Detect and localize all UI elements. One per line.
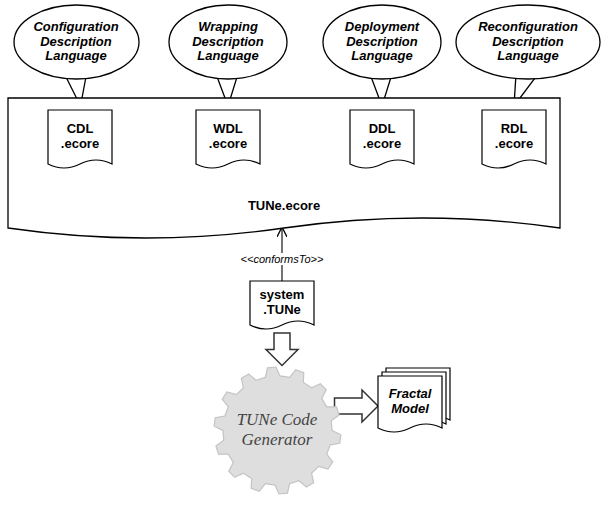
language-bubble-text: Reconfiguration Description Language bbox=[478, 20, 578, 65]
metamodel-package-text: TUNe.ecore bbox=[248, 199, 320, 214]
bubble-ellipse bbox=[169, 5, 287, 79]
language-bubble-text: Wrapping Description Language bbox=[192, 20, 264, 65]
metamodel-document-text: RDL .ecore bbox=[495, 122, 533, 152]
metamodel-document: CDL .ecore bbox=[48, 110, 112, 172]
metamodel-document-text: CDL .ecore bbox=[61, 122, 99, 152]
edge-label: <<conformsTo>> bbox=[239, 253, 326, 265]
language-bubble-text: Configuration Description Language bbox=[33, 20, 118, 65]
generator-gear: TUNe Code Generator bbox=[213, 366, 342, 495]
bubble-ellipse bbox=[456, 5, 600, 79]
language-bubble-text: Deployment Description Language bbox=[345, 20, 419, 65]
block-arrow bbox=[335, 390, 379, 422]
stacked-page bbox=[378, 376, 442, 432]
bubble-ellipse bbox=[323, 5, 441, 79]
language-bubble: Configuration Description Language bbox=[13, 4, 140, 80]
metamodel-package: TUNe.ecore CDL .ecore WDL .ecore DDL .ecore… bbox=[8, 98, 560, 248]
output-documents-text: Fractal Model bbox=[389, 387, 432, 417]
document-shape bbox=[350, 110, 414, 168]
language-bubble: Deployment Description Language bbox=[322, 4, 442, 80]
package-shape bbox=[8, 98, 560, 238]
metamodel-document-text: DDL .ecore bbox=[363, 122, 401, 152]
language-bubble: Wrapping Description Language bbox=[168, 4, 288, 80]
document-shape bbox=[250, 281, 314, 329]
model-document: system .TUNe bbox=[250, 281, 314, 333]
bubble-ellipse bbox=[14, 5, 139, 79]
model-document-text: system .TUNe bbox=[260, 288, 305, 318]
document-shape bbox=[482, 110, 546, 168]
output-documents: Fractal Model bbox=[378, 376, 442, 436]
gear-shape bbox=[214, 367, 341, 494]
generator-gear-text: TUNe Code Generator bbox=[231, 410, 323, 449]
block-arrow bbox=[266, 333, 298, 366]
language-bubble: Reconfiguration Description Language bbox=[455, 4, 601, 80]
metamodel-document: RDL .ecore bbox=[482, 110, 546, 172]
document-shape bbox=[48, 110, 112, 168]
metamodel-document-text: WDL .ecore bbox=[209, 122, 247, 152]
document-shape bbox=[196, 110, 260, 168]
metamodel-document: DDL .ecore bbox=[350, 110, 414, 172]
metamodel-document: WDL .ecore bbox=[196, 110, 260, 172]
